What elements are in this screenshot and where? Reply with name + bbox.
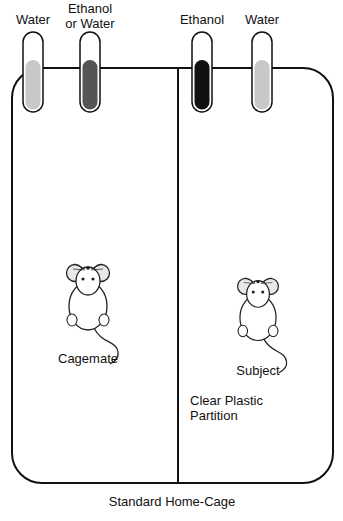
mouse-label: Subject (208, 364, 308, 379)
cage-outline (12, 68, 333, 483)
partition-label: Clear Plastic Partition (190, 394, 274, 424)
compartment-region: Cagemate (12, 68, 178, 483)
cage-title: Standard Home-Cage (22, 495, 322, 510)
bottles (23, 32, 272, 112)
cage-region: CagemateSubjectClear Plastic PartitionSt… (12, 68, 333, 483)
bottle-label: Ethanol (172, 13, 232, 28)
bottle-label: Water (3, 13, 63, 28)
bottle-label: Water (232, 13, 292, 28)
bottle-label: Ethanol or Water (62, 2, 118, 32)
compartment-region: SubjectClear Plastic Partition (178, 68, 333, 483)
mouse-label: Cagemate (28, 352, 148, 367)
partition-line (177, 69, 179, 482)
